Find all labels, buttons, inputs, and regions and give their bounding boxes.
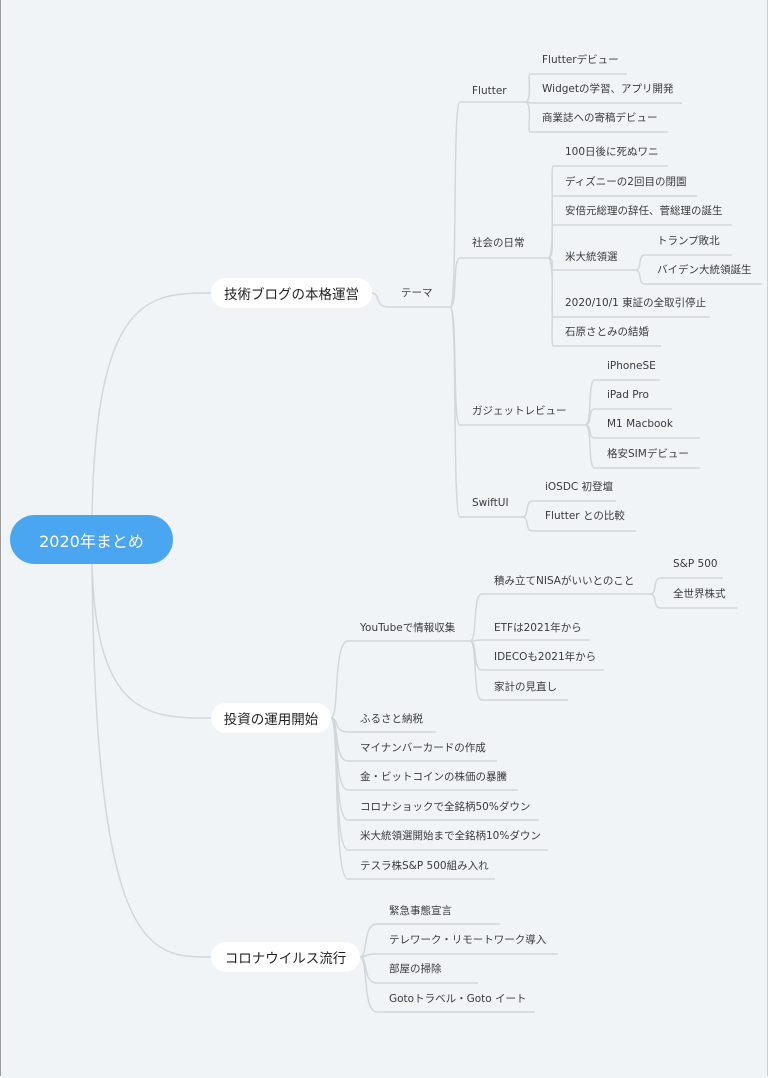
leaf-node[interactable]: 2020/10/1 東証の全取引停止 — [565, 297, 707, 309]
branch-node[interactable]: 社会の日常 — [472, 237, 525, 249]
branch-node[interactable]: SwiftUI — [472, 497, 509, 509]
leaf-node[interactable]: マイナンバーカードの作成 — [360, 742, 486, 754]
leaf-node[interactable]: ETFは2021年から — [494, 622, 582, 634]
branch-connector — [524, 73, 531, 103]
leaf-node[interactable]: iPhoneSE — [607, 360, 656, 372]
leaf-node[interactable]: 金・ビットコインの株価の暴騰 — [360, 771, 507, 783]
leaf-node[interactable]: M1 Macbook — [607, 418, 673, 430]
root-connector — [91, 559, 212, 958]
leaf-node[interactable]: 石原さとみの結婚 — [565, 326, 649, 338]
leaf-node[interactable]: 家計の見直し — [494, 681, 557, 693]
leaf-node[interactable]: ディズニーの2回目の閉園 — [565, 176, 687, 188]
branch-connector — [634, 269, 646, 285]
leaf-node[interactable]: トランプ敗北 — [657, 235, 720, 247]
root-connector — [91, 559, 212, 719]
branch-connector — [547, 257, 554, 347]
branch-node[interactable]: YouTubeで情報収集 — [360, 622, 456, 634]
branch-connector — [371, 292, 390, 308]
root-connector — [91, 292, 212, 521]
branch-connector — [359, 956, 378, 1013]
leaf-node[interactable]: 部屋の掃除 — [389, 963, 442, 975]
branch-connector — [330, 640, 349, 719]
branch-connector — [521, 500, 534, 518]
leaf-node[interactable]: テスラ株S&P 500組み入れ — [360, 860, 489, 872]
main-topic-node[interactable]: 投資の運用開始 — [211, 703, 331, 733]
leaf-node[interactable]: 格安SIMデビュー — [607, 448, 689, 460]
branch-connector — [359, 923, 378, 958]
branch-connector — [469, 593, 483, 642]
branch-connector — [330, 717, 349, 880]
leaf-node[interactable]: S&P 500 — [673, 558, 718, 570]
main-topic-node[interactable]: コロナウイルス流行 — [211, 942, 360, 972]
root-node[interactable]: 2020年まとめ — [10, 515, 173, 564]
branch-node[interactable]: 米大統領選 — [565, 251, 618, 263]
leaf-node[interactable]: Flutter との比較 — [545, 510, 625, 522]
branch-node[interactable]: Flutter — [472, 85, 507, 97]
branch-connector — [584, 379, 596, 426]
branch-connector — [449, 306, 461, 518]
branch-node[interactable]: テーマ — [401, 287, 433, 299]
leaf-node[interactable]: 全世界株式 — [673, 588, 726, 600]
branch-connector — [524, 101, 531, 133]
leaf-node[interactable]: iOSDC 初登壇 — [545, 481, 614, 493]
leaf-node[interactable]: IDECOも2021年から — [494, 651, 597, 663]
branch-connector — [547, 224, 554, 259]
leaf-node[interactable]: 100日後に死ぬワニ — [565, 146, 659, 158]
branch-connector — [649, 593, 662, 609]
leaf-node[interactable]: 商業誌への寄稿デビュー — [542, 112, 658, 124]
leaf-node[interactable]: Flutterデビュー — [542, 54, 619, 66]
branch-connector — [469, 640, 483, 701]
leaf-node[interactable]: 米大統領選開始まで全銘柄10%ダウン — [360, 830, 541, 842]
leaf-node[interactable]: バイデン大統領誕生 — [657, 264, 752, 276]
branch-connector — [634, 254, 646, 271]
leaf-node[interactable]: テレワーク・リモートワーク導入 — [389, 934, 547, 946]
branch-connector — [649, 577, 662, 595]
leaf-node[interactable]: コロナショックで全銘柄50%ダウン — [360, 801, 531, 813]
branch-connector — [330, 717, 349, 851]
branch-connector — [449, 101, 461, 308]
leaf-node[interactable]: iPad Pro — [607, 389, 649, 401]
branch-connector — [469, 640, 483, 671]
leaf-node[interactable]: Gotoトラベル・Goto イート — [389, 993, 527, 1005]
branch-node[interactable]: 積み立てNISAがいいとのこと — [494, 575, 635, 587]
leaf-node[interactable]: 緊急事態宣言 — [389, 905, 452, 917]
leaf-node[interactable]: ふるさと納税 — [360, 713, 423, 725]
branch-connector — [584, 424, 596, 469]
branch-connector — [449, 257, 461, 308]
branch-connector — [521, 516, 534, 532]
branch-connector — [330, 717, 349, 821]
main-topic-node[interactable]: 技術ブログの本格運営 — [211, 278, 372, 308]
leaf-node[interactable]: Widgetの学習、アプリ開発 — [542, 83, 674, 95]
leaf-node[interactable]: 安倍元総理の辞任、菅総理の誕生 — [565, 205, 723, 217]
branch-node[interactable]: ガジェットレビュー — [472, 405, 567, 417]
